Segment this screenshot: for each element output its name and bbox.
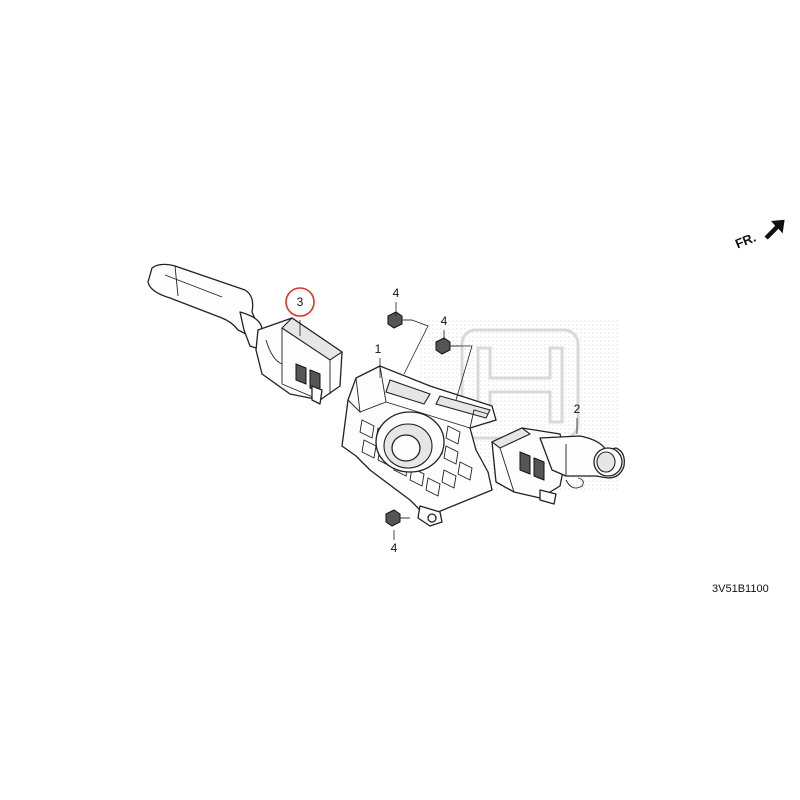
part-2-wiper-switch[interactable] <box>490 427 625 505</box>
callout-4b-label: 4 <box>441 314 448 328</box>
part-4-screw-bottom[interactable] <box>385 509 410 527</box>
callout-2[interactable]: 2 <box>574 402 581 416</box>
part-4-screw-top-left[interactable] <box>387 311 412 329</box>
part-1-switch-body[interactable] <box>341 365 497 527</box>
callout-4a-label: 4 <box>393 286 400 300</box>
part-3-combination-switch[interactable] <box>147 263 343 405</box>
callout-4-top-left[interactable]: 4 <box>393 286 400 300</box>
callout-4-top-right[interactable]: 4 <box>441 314 448 328</box>
callout-4-bottom[interactable]: 4 <box>391 541 398 555</box>
callout-3-label: 3 <box>297 295 304 309</box>
front-direction-indicator: FR. <box>733 219 785 252</box>
diagram-code: 3V51B1100 <box>712 583 769 595</box>
highlight-ring <box>285 287 315 317</box>
front-label: FR. <box>733 230 758 252</box>
callout-2-label: 2 <box>574 402 581 416</box>
leader-lines <box>299 302 578 540</box>
callout-4c-label: 4 <box>391 541 398 555</box>
callout-1[interactable]: 1 <box>375 342 382 356</box>
callout-1-label: 1 <box>375 342 382 356</box>
callout-3[interactable]: 3 <box>285 287 315 317</box>
arrow-right-icon <box>764 219 785 240</box>
